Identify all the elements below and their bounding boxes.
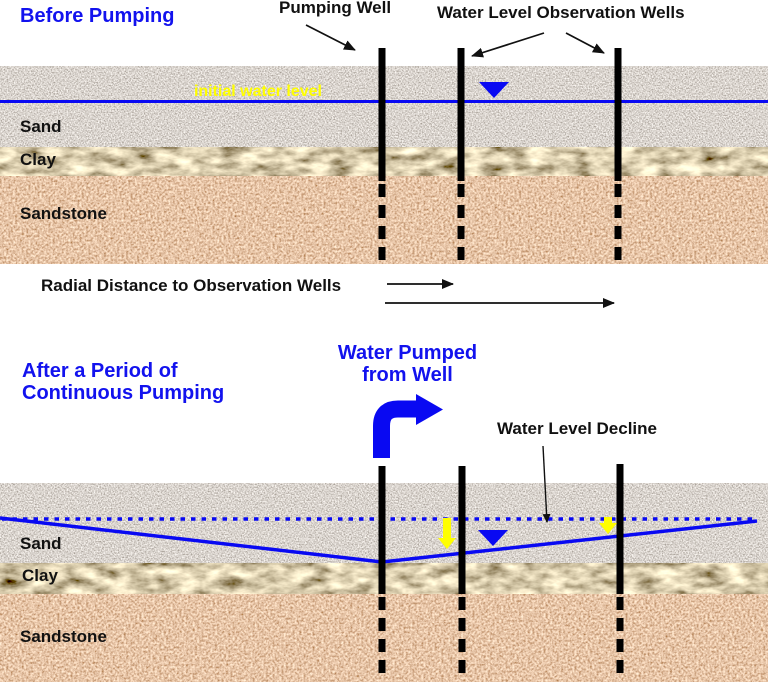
top-sand-label: Sand [20, 117, 62, 136]
water-level-decline-label: Water Level Decline [497, 419, 657, 438]
observation-wells-pointer-arrow-left [471, 32, 545, 58]
observation-wells-pointer-arrow-right [565, 32, 605, 54]
bottom-water-table-triangle-icon [478, 530, 508, 546]
water-pumped-label-line2: from Well [362, 364, 453, 386]
top-clay-label: Clay [20, 150, 56, 169]
top-water-table-triangle-icon [479, 82, 509, 98]
top-sandstone-label: Sandstone [20, 204, 107, 223]
pumping-well-label: Pumping Well [279, 0, 392, 17]
before-pumping-title: Before Pumping [20, 5, 175, 27]
bottom-sandstone-label: Sandstone [20, 627, 107, 646]
water-pumped-label: Water Pumped from Well [325, 342, 490, 386]
water-pumped-label-line1: Water Pumped [337, 342, 478, 364]
water-level-decline-pointer-arrow [542, 445, 551, 523]
pumping-well-pointer-arrow [305, 24, 356, 51]
observation-wells-label: Water Level Observation Wells [437, 3, 685, 22]
water-pumped-arrow-icon [373, 394, 443, 458]
radial-distance-label: Radial Distance to Observation Wells [41, 276, 342, 295]
after-pumping-title-line2: Continuous Pumping [22, 382, 225, 404]
after-pumping-title-line1: After a Period of [22, 360, 178, 382]
bottom-sand-label: Sand [20, 534, 62, 553]
initial-water-level-label: initial water level [193, 83, 322, 100]
after-pumping-title: After a Period of Continuous Pumping [22, 360, 224, 404]
bottom-clay-label: Clay [22, 566, 58, 585]
